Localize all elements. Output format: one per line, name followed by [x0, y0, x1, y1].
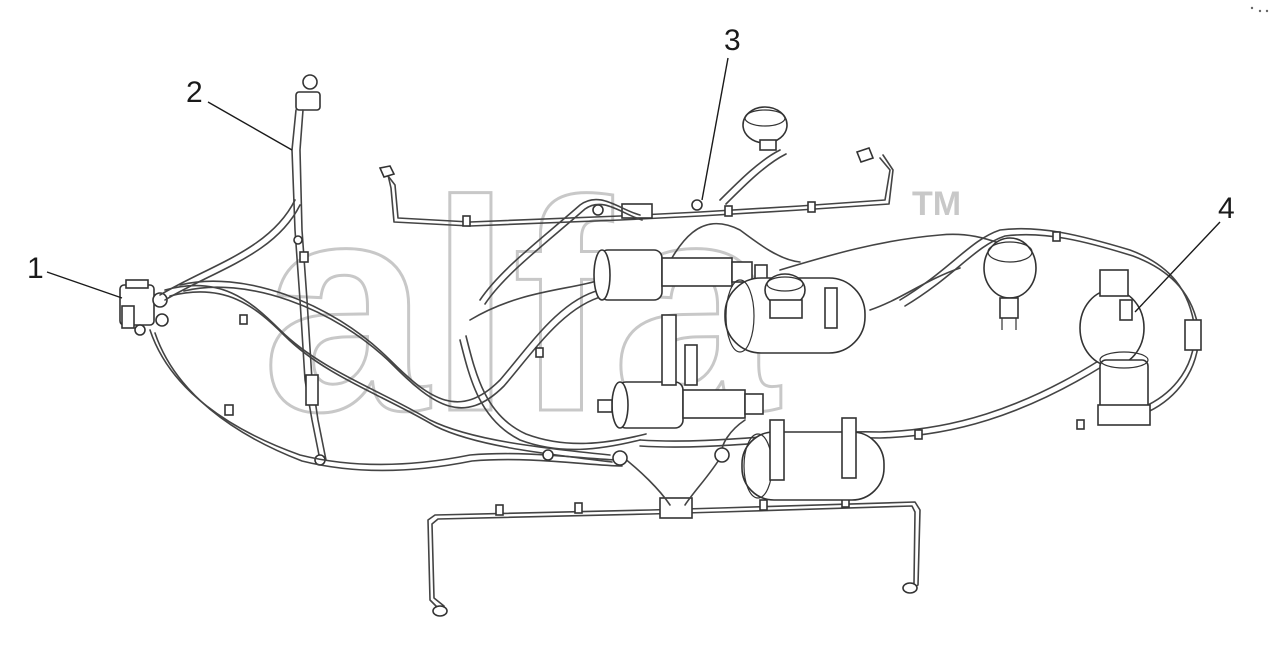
clamp-left-1 [224, 404, 234, 416]
upper-rail [378, 147, 894, 227]
clip-upper-1 [592, 204, 604, 216]
relay-valve-right [1079, 269, 1202, 426]
corner-mark [1250, 6, 1269, 13]
clamp-right-2 [1076, 419, 1085, 430]
brake-chamber-upper [742, 106, 788, 151]
clip-center-1 [542, 449, 554, 461]
brake-chamber-right [983, 237, 1037, 330]
clamp-tube-1 [299, 251, 309, 263]
end-fitting-upper-right [855, 147, 875, 163]
air-tank-center [724, 273, 866, 354]
end-fitting-lower-right [902, 582, 918, 594]
callout-1-label: 1 [27, 252, 44, 285]
brake-lines [149, 149, 1200, 506]
callout-4-label: 4 [1218, 192, 1235, 225]
clamp-lower-3 [759, 499, 768, 511]
clamp-center-2 [535, 347, 544, 358]
clamp-upper-3 [807, 201, 816, 213]
callout-2-label: 2 [186, 76, 203, 109]
clamp-upper-2 [724, 205, 733, 217]
callout-2: 2 [186, 76, 293, 151]
fitting-far-right [1184, 319, 1202, 351]
mounting-bracket-center [661, 314, 677, 386]
clip-upper-2 [691, 199, 703, 211]
tee-fitting-upper [621, 203, 653, 219]
watermark-trademark: TM [912, 185, 961, 223]
clamp-lower-2 [574, 502, 583, 514]
end-fitting-upper-left [378, 165, 396, 178]
clamp-right-1 [1052, 231, 1061, 242]
lower-rail [427, 496, 921, 617]
end-fitting-lower-left [432, 605, 448, 617]
watermark: alfa TM [261, 137, 962, 476]
air-tank-lower [741, 417, 885, 501]
clamp-upper-1 [462, 215, 471, 227]
callout-4: 4 [1134, 192, 1235, 313]
air-cylinder-center-lower [597, 314, 764, 429]
callout-1: 1 [27, 252, 123, 299]
clamp-left-2 [239, 314, 248, 325]
clip-tube-1 [293, 235, 303, 245]
inline-filter [305, 374, 319, 406]
clamp-lower-1 [495, 504, 504, 516]
coupling-right [714, 447, 730, 463]
coupling-left [612, 450, 628, 466]
callout-3: 3 [701, 24, 741, 201]
callout-3-label: 3 [724, 24, 741, 57]
brake-valve [119, 279, 169, 336]
air-cylinder-center-top [593, 249, 768, 301]
clamp-right-3 [914, 429, 923, 440]
watermark-text: alfa [262, 138, 781, 474]
